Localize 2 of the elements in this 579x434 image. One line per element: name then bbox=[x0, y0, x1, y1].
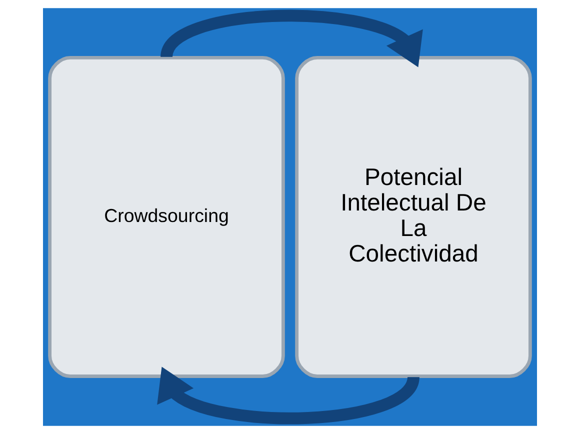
node-box: Potencial Intelectual De La Colectividad bbox=[294, 56, 532, 378]
node-box: Crowdsourcing bbox=[48, 56, 284, 378]
